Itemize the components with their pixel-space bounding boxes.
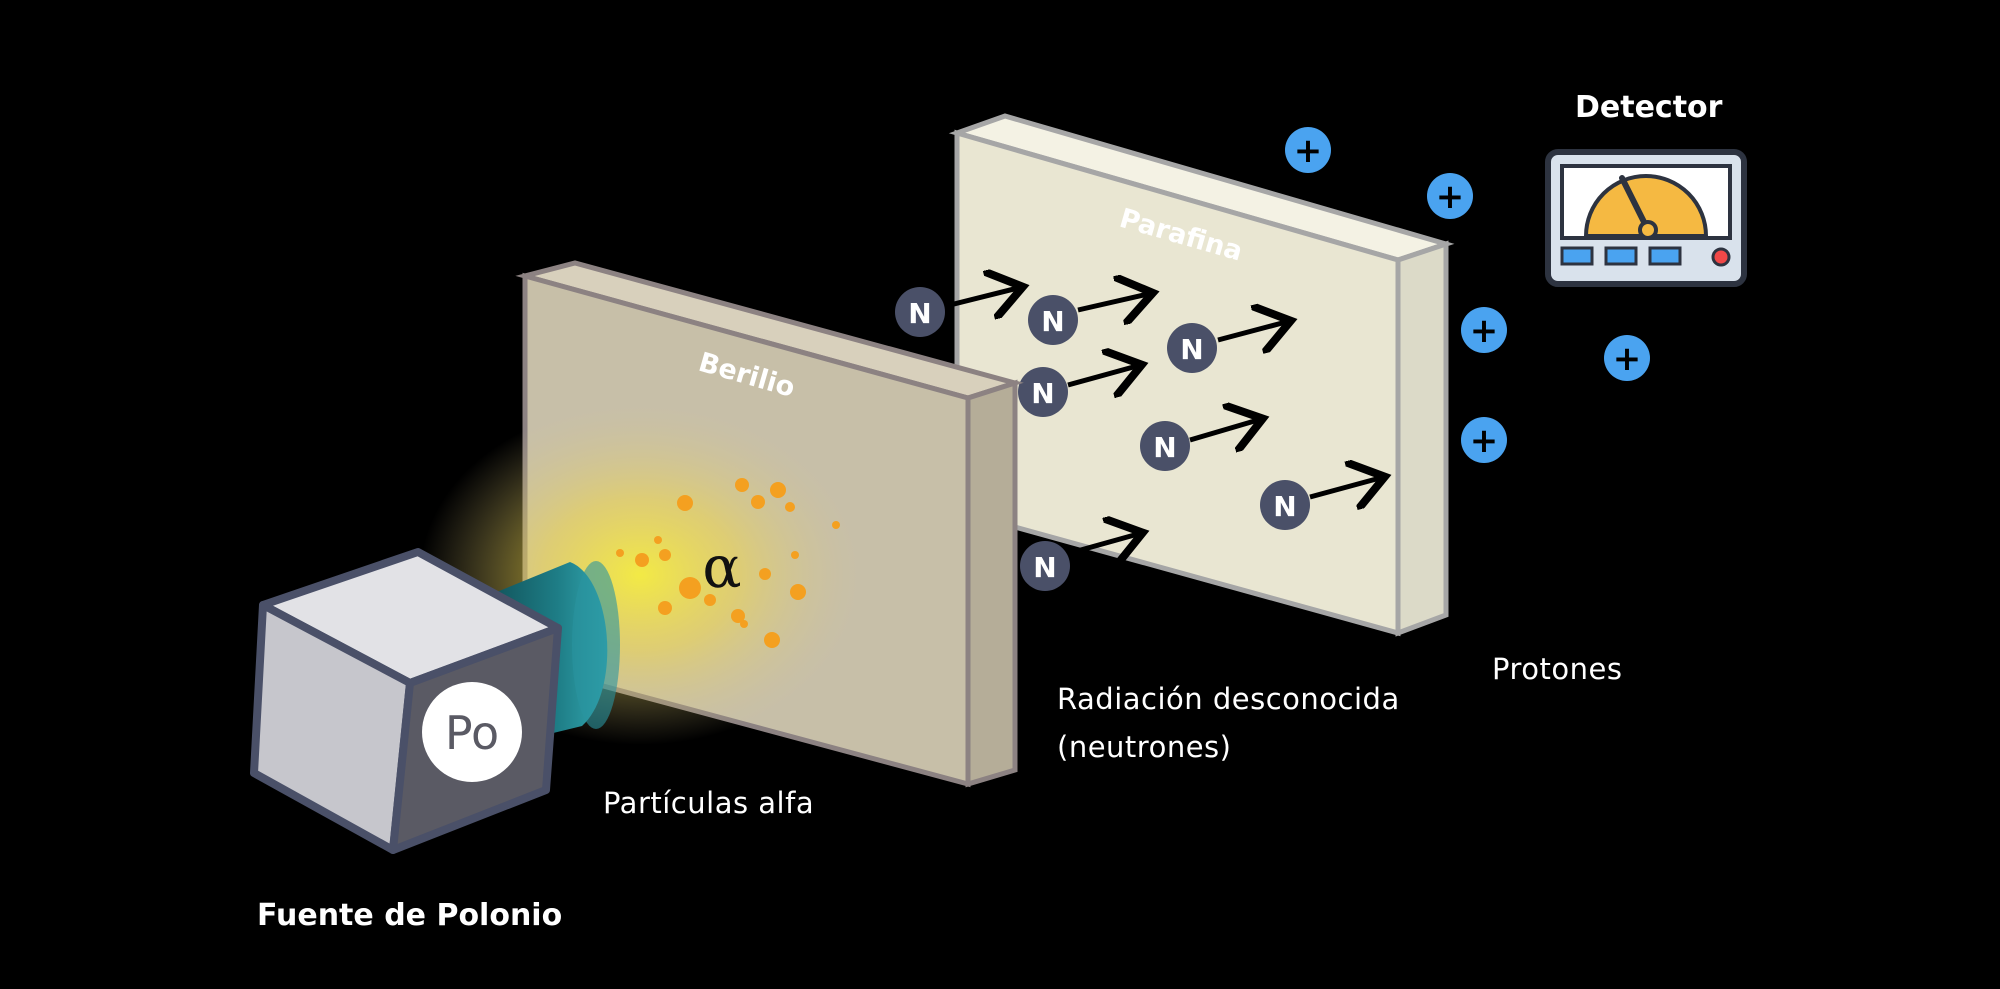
proton-4: + bbox=[1604, 335, 1650, 381]
svg-text:N: N bbox=[1031, 377, 1054, 410]
svg-text:N: N bbox=[1041, 305, 1064, 338]
polonium-source-label: Fuente de Polonio bbox=[257, 898, 563, 933]
polonium-source-cube: Po bbox=[250, 548, 562, 854]
protons-label: Protones bbox=[1492, 652, 1623, 686]
alpha-symbol: α bbox=[702, 533, 741, 601]
proton-2: + bbox=[1427, 173, 1473, 219]
proton-group: + + + + + bbox=[1285, 127, 1650, 463]
neutron-4: N bbox=[1018, 366, 1137, 417]
neutron-1: N bbox=[895, 287, 1018, 337]
proton-5: + bbox=[1461, 417, 1507, 463]
svg-text:+: + bbox=[1613, 339, 1642, 379]
unknown-radiation-label-line2: (neutrones) bbox=[1057, 730, 1232, 764]
svg-text:+: + bbox=[1470, 421, 1499, 461]
alpha-particles-label: Partículas alfa bbox=[603, 786, 815, 820]
unknown-radiation-label-line1: Radiación desconocida bbox=[1057, 682, 1400, 716]
svg-text:+: + bbox=[1294, 131, 1323, 171]
alpha-particles bbox=[616, 478, 840, 648]
proton-1: + bbox=[1285, 127, 1331, 173]
detector-label: Detector bbox=[1575, 90, 1723, 125]
polonium-symbol: Po bbox=[445, 706, 499, 760]
svg-text:N: N bbox=[1180, 333, 1203, 366]
svg-text:+: + bbox=[1436, 177, 1465, 217]
svg-text:N: N bbox=[1033, 551, 1056, 584]
detector-device bbox=[1545, 149, 1747, 287]
neutron-7: N bbox=[1020, 534, 1138, 591]
neutron-5: N bbox=[1140, 420, 1258, 471]
neutron-group: N N N N N N bbox=[895, 287, 1380, 530]
svg-text:N: N bbox=[1153, 431, 1176, 464]
svg-text:+: + bbox=[1470, 311, 1499, 351]
neutron-6: N bbox=[1260, 478, 1380, 530]
svg-text:N: N bbox=[908, 297, 931, 330]
neutron-3: N bbox=[1167, 322, 1286, 373]
svg-text:N: N bbox=[1273, 490, 1296, 523]
proton-3: + bbox=[1461, 307, 1507, 353]
neutron-2: N bbox=[1028, 294, 1148, 345]
